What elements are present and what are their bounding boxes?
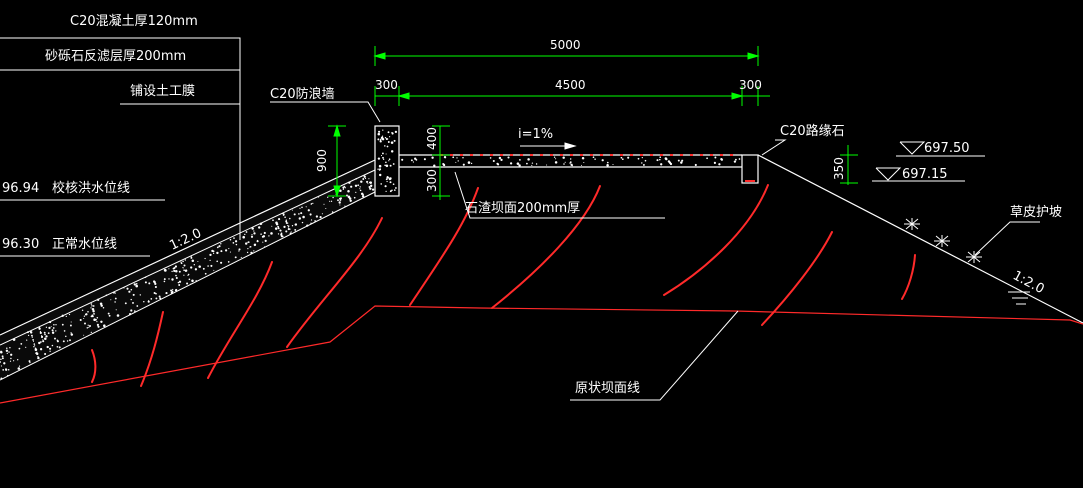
dim-right-wall: 300 [739, 78, 762, 92]
flood-level-text: 校核洪水位线 [52, 180, 130, 196]
leader-lines [0, 37, 1040, 401]
right-slope-line [757, 154, 1083, 324]
elevation-lower: 697.15 [902, 167, 948, 182]
dimension-lines [328, 46, 858, 200]
curb-stone-structure [741, 154, 759, 184]
label-c20-concrete: C20混凝土厚120mm [70, 13, 198, 29]
label-curb-stone: C20路缘石 [780, 123, 845, 139]
wave-wall-structure [374, 125, 400, 197]
original-ground-line [0, 305, 1083, 404]
label-geomembrane: 铺设土工膜 [130, 84, 195, 99]
label-original-ground: 原状坝面线 [575, 381, 640, 396]
normal-level-text: 正常水位线 [52, 237, 117, 252]
label-turf-slope: 草皮护坡 [1010, 205, 1062, 220]
label-crest-pavement: 石渣坝面200mm厚 [465, 201, 580, 216]
label-gravel-filter: 砂砾石反滤层厚200mm [45, 49, 186, 64]
label-wave-wall: C20防浪墙 [270, 86, 335, 102]
dim-inner-width: 4500 [555, 78, 586, 92]
elevation-markers [872, 141, 985, 182]
dim-total-width: 5000 [550, 38, 581, 52]
left-slope-lining [0, 159, 376, 381]
dim-curb-height: 350 [832, 157, 846, 180]
dim-wall-below: 300 [425, 169, 439, 192]
elevation-upper: 697.50 [924, 141, 970, 156]
flood-level-value: 96.94 [2, 181, 39, 196]
label-grade: i=1% [518, 127, 553, 142]
grade-arrow [520, 142, 577, 150]
crest-pavement-structure [399, 154, 742, 168]
normal-level-value: 96.30 [2, 237, 39, 252]
fill-hatch-strokes [91, 184, 916, 387]
dim-wall-height: 900 [315, 149, 329, 172]
dim-left-wall: 300 [375, 78, 398, 92]
turf-symbols [904, 218, 1030, 305]
dim-wall-above: 400 [425, 127, 439, 150]
